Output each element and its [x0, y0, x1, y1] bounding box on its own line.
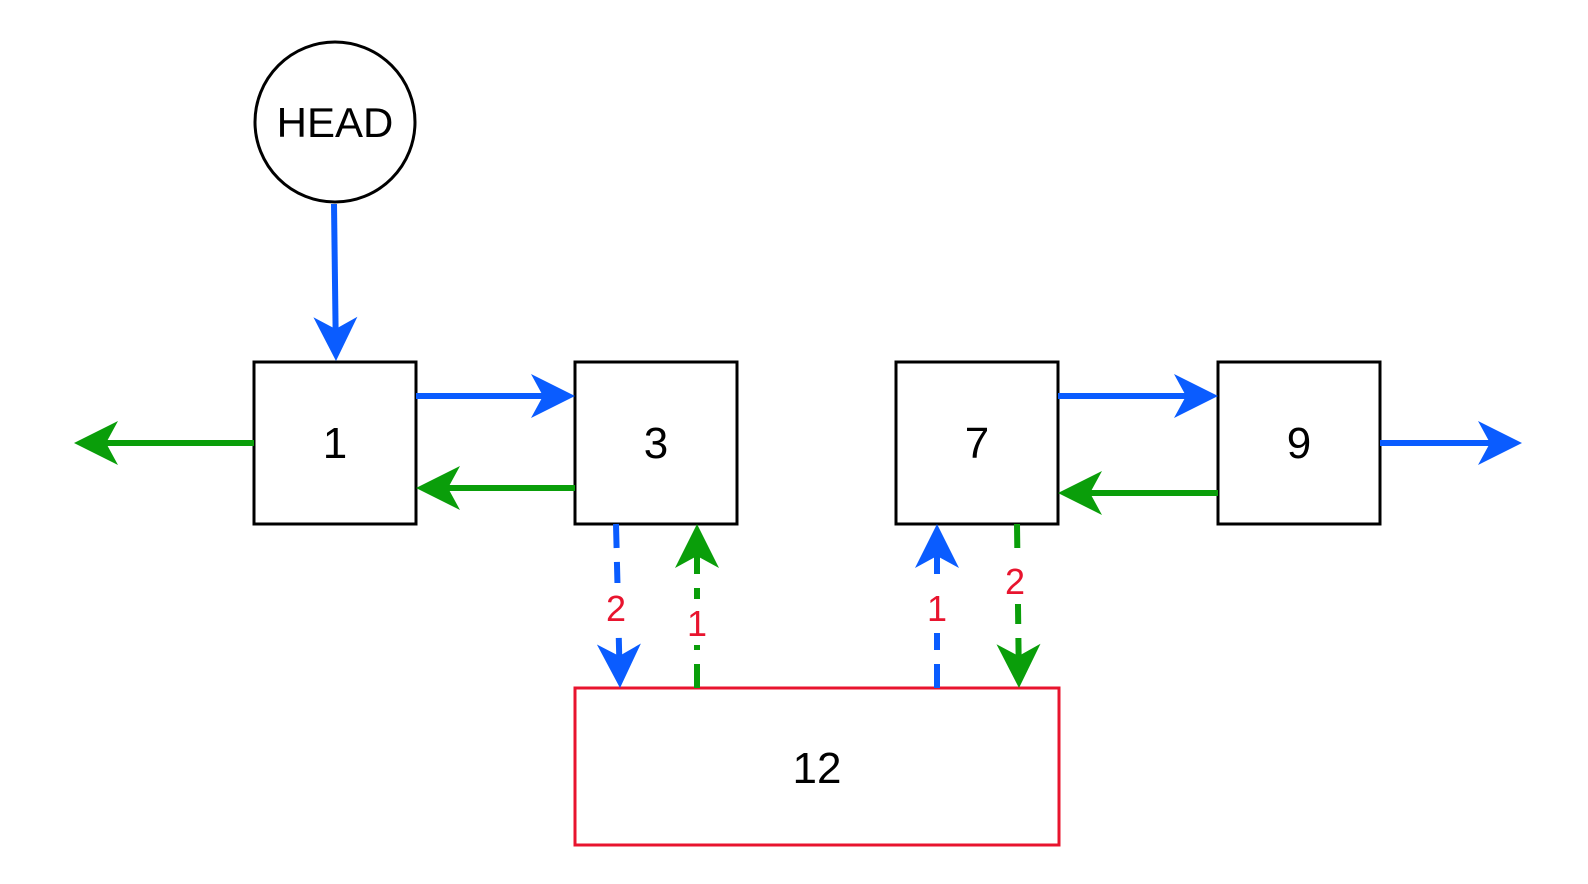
node-value: 3 [644, 419, 668, 468]
arrow-head [74, 421, 118, 465]
new-prev-to-node-3-arrow [675, 524, 719, 688]
new-node-12: 12 [573, 686, 1061, 847]
arrow-head [1058, 471, 1102, 515]
node-box [894, 360, 1060, 526]
dashed-pointers [596, 523, 1041, 688]
new-next-to-node-7-arrow [915, 524, 959, 688]
node-value: 7 [965, 419, 989, 468]
arrow-head [531, 374, 575, 418]
step-labels: 2 1 1 2 [600, 558, 1032, 645]
head-circle [253, 40, 417, 204]
head-label: HEAD [277, 99, 394, 146]
arrow-head [313, 316, 358, 361]
arrow-shaft [1014, 523, 1022, 657]
arrow-head [1174, 374, 1218, 418]
step-label-right-prev: 2 [1005, 561, 1025, 602]
arrow-head [416, 466, 460, 510]
node-9-prev-arrow [1058, 471, 1218, 515]
new-node-value: 12 [793, 744, 842, 793]
head-pointer: HEAD [253, 40, 417, 204]
node-3: 3 [573, 360, 739, 526]
node-1-prev-arrow [74, 421, 254, 465]
node-9: 9 [1216, 360, 1382, 526]
node-3-prev-arrow [416, 466, 575, 510]
arrow-shaft [613, 523, 623, 657]
label-bg [922, 587, 952, 633]
node-box [573, 360, 739, 526]
node-1: 1 [252, 360, 418, 526]
arrow-head [675, 524, 719, 568]
node-box [252, 360, 418, 526]
solid-pointers [74, 203, 1522, 515]
node-3-next-to-new-arrow [596, 523, 641, 688]
node-7: 7 [894, 360, 1060, 526]
arrow-shaft [331, 203, 339, 330]
node-box [1216, 360, 1382, 526]
new-node-box [573, 686, 1061, 847]
node-7-next-arrow [1058, 374, 1218, 418]
step-label-left-next: 2 [606, 588, 626, 629]
node-1-next-arrow [416, 374, 575, 418]
label-bg [600, 583, 632, 631]
arrow-head [1478, 421, 1522, 465]
step-label-left-prev: 1 [687, 603, 707, 644]
head-to-node-1-arrow [313, 203, 358, 361]
arrow-head [915, 524, 959, 568]
label-bg [998, 558, 1032, 604]
arrow-head [596, 643, 641, 688]
node-7-prev-to-new-arrow [996, 523, 1041, 688]
node-9-next-arrow [1380, 421, 1522, 465]
arrow-head [996, 643, 1041, 688]
node-value: 1 [323, 419, 347, 468]
node-value: 9 [1287, 419, 1311, 468]
label-bg [682, 599, 712, 645]
step-label-right-next: 1 [927, 588, 947, 629]
